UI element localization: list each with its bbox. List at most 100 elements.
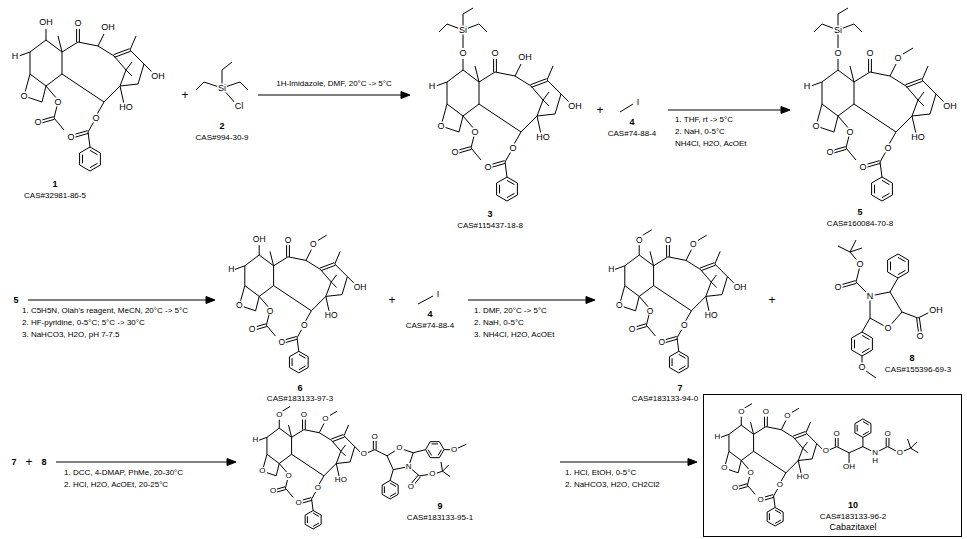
- atom-label: OH: [842, 463, 856, 471]
- bond-line: [306, 260, 320, 269]
- atom-label: O: [321, 415, 329, 423]
- atom-label: O: [235, 301, 244, 310]
- bond-line: [911, 448, 919, 453]
- bond-line: [688, 357, 689, 368]
- atom-label: O: [883, 144, 892, 153]
- bond-line: [443, 471, 451, 476]
- bond-line: [711, 275, 716, 282]
- bond-line: [811, 82, 822, 86]
- bond-line: [114, 51, 130, 57]
- bond-line: [279, 420, 280, 428]
- bond-line: [754, 451, 786, 473]
- bond-line: [313, 523, 319, 526]
- bond-line: [854, 424, 855, 433]
- bond-line: [679, 351, 688, 356]
- bond-line: [781, 430, 793, 438]
- bond-line: [803, 442, 808, 448]
- bond-line: [547, 80, 561, 94]
- bond-line: [834, 116, 838, 132]
- bond-line: [326, 282, 331, 296]
- bond-line: [286, 245, 287, 257]
- atom-label: O: [490, 49, 499, 58]
- compound-number: 7: [677, 384, 682, 393]
- atom-label: O: [508, 144, 517, 153]
- reaction-arrow: [258, 95, 403, 96]
- bond-line: [767, 507, 775, 512]
- compound-number: 3: [487, 210, 492, 219]
- atom-label: OH: [567, 102, 583, 111]
- plus-sign: +: [388, 294, 395, 306]
- bond-line: [698, 235, 707, 240]
- bond-line: [259, 245, 260, 255]
- atom-label: O: [33, 118, 42, 127]
- reaction-condition: 1. DMF, 20°C -> 5°C: [474, 307, 547, 315]
- bond-line: [90, 147, 100, 153]
- bond-line: [880, 162, 882, 177]
- bond-line: [79, 153, 80, 165]
- atom-label: O: [269, 487, 277, 495]
- cas-number: CAS#74-88-4: [608, 130, 656, 138]
- bond-line: [625, 286, 639, 297]
- cas-number: CAS#183133-97-3: [267, 395, 333, 403]
- bond-line: [436, 471, 443, 473]
- bond-line: [100, 153, 101, 165]
- compound-number: 5: [13, 296, 18, 305]
- atom-label: O: [615, 301, 624, 310]
- bond-line: [76, 29, 77, 42]
- bond-line: [267, 428, 279, 437]
- bond-line: [887, 260, 888, 272]
- bond-line: [691, 296, 705, 310]
- reaction-condition: 2. HF-pyridine, 0-5°C; 5°C -> 30°C: [22, 319, 145, 327]
- bond-line: [324, 464, 336, 476]
- bond-line: [496, 59, 497, 72]
- bond-line: [336, 462, 350, 464]
- bond-line: [289, 245, 290, 257]
- bond-line: [872, 195, 882, 201]
- bond-line: [763, 497, 774, 500]
- bond-line: [521, 116, 537, 132]
- atom-label: N: [871, 449, 879, 457]
- plus-sign: +: [25, 456, 32, 468]
- bond-line: [318, 235, 327, 240]
- bond-line: [643, 230, 652, 235]
- atom-label: HO: [910, 133, 926, 142]
- bond-line: [507, 195, 517, 201]
- atom-label: O: [822, 447, 830, 455]
- bond-line: [244, 266, 245, 286]
- bond-line: [822, 70, 838, 82]
- bond-line: [259, 286, 273, 297]
- atom-label: N: [405, 463, 413, 471]
- bond-line: [19, 52, 30, 56]
- compound-number: 7: [11, 458, 16, 467]
- bond-line: [862, 318, 870, 332]
- bond-line: [447, 104, 463, 116]
- bond-line: [382, 480, 390, 485]
- atom-label: O: [248, 325, 257, 334]
- bond-line: [903, 48, 913, 54]
- cas-number: CAS#183133-95-1: [407, 514, 473, 522]
- atom-label: O: [833, 430, 841, 438]
- bond-line: [306, 250, 311, 261]
- bond-line: [767, 521, 775, 526]
- bond-line: [822, 82, 823, 104]
- atom-label: HO: [334, 476, 348, 484]
- bond-line: [299, 366, 306, 370]
- bond-line: [292, 430, 304, 438]
- bond-line: [302, 420, 303, 430]
- bond-line: [120, 84, 138, 86]
- bond-line: [319, 423, 324, 432]
- bond-line: [906, 79, 922, 85]
- atom-label: O: [314, 484, 322, 492]
- reaction-condition: 2. NaHCO3, H2O, CH2Cl2: [565, 481, 660, 489]
- bond-line: [794, 437, 803, 448]
- bond-line: [493, 59, 494, 72]
- bond-line: [299, 351, 308, 356]
- bond-line: [62, 42, 78, 52]
- bond-line: [639, 245, 640, 255]
- arrow-head: [206, 297, 215, 304]
- reaction-condition: 3. NH4Cl, H2O, AcOEt: [474, 331, 554, 339]
- bond-line: [908, 260, 909, 272]
- bond-line: [382, 485, 383, 494]
- bond-line: [78, 42, 98, 46]
- reaction-arrow: [468, 300, 588, 301]
